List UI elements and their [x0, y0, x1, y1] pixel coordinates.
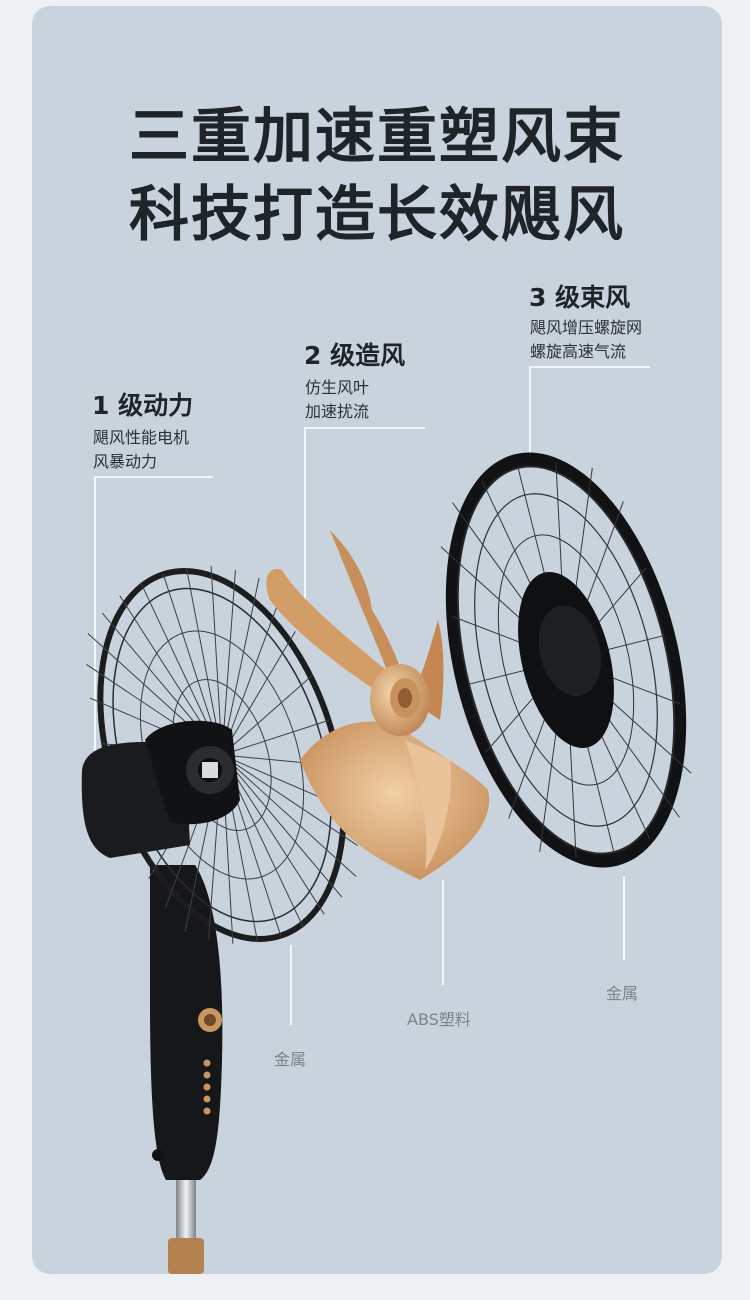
feature-panel: 三重加速重塑风束 科技打造长效飓风 1 级动力 飓风性能电机 风暴动力 2 级造… — [32, 6, 722, 1274]
feature-1-desc-line-2: 风暴动力 — [93, 452, 158, 471]
control-buttons — [203, 1059, 211, 1115]
feature-2-desc: 仿生风叶 加速扰流 — [305, 376, 369, 424]
feature-1-desc-line-1: 飓风性能电机 — [93, 428, 190, 447]
feature-2-desc-line-2: 加速扰流 — [305, 402, 370, 421]
front-guard — [440, 452, 692, 868]
blade-assembly — [266, 530, 490, 880]
fan-exploded-illustration — [81, 366, 692, 1274]
fan-body — [150, 865, 223, 1180]
front-guard-emblem — [538, 605, 602, 697]
front-guard-material-label: 金属 — [606, 984, 639, 1003]
headline-line-1: 三重加速重塑风束 — [129, 102, 625, 172]
motor-housing — [81, 720, 240, 858]
feature-1-desc: 飓风性能电机 风暴动力 — [93, 426, 189, 474]
blade-material-label: ABS塑料 — [407, 1010, 471, 1029]
fan-pole — [168, 1170, 204, 1274]
feature-2-title: 2 级造风 — [304, 341, 406, 370]
page-headline: 三重加速重塑风束 科技打造长效飓风 — [32, 98, 722, 254]
feature-3-title: 3 级束风 — [529, 283, 631, 312]
pointer-lines — [94, 366, 650, 1025]
feature-3-desc-line-2: 螺旋高速气流 — [530, 342, 627, 361]
feature-1-title: 1 级动力 — [92, 391, 194, 420]
feature-3-desc: 飓风增压螺旋网 螺旋高速气流 — [530, 316, 642, 364]
feature-3-desc-line-1: 飓风增压螺旋网 — [530, 318, 643, 337]
rear-guard-material-label: 金属 — [274, 1050, 307, 1069]
feature-2-desc-line-1: 仿生风叶 — [305, 378, 370, 397]
headline-line-2: 科技打造长效飓风 — [129, 180, 625, 250]
